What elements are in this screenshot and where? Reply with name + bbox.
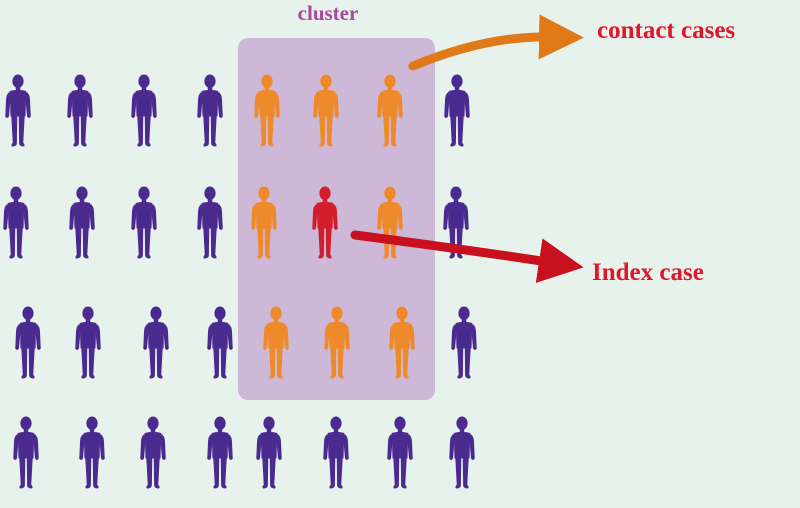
population-person-icon <box>256 416 282 489</box>
population-person-icon <box>79 416 105 489</box>
contact-cases-label: contact cases <box>597 17 735 44</box>
population-person-icon <box>131 74 157 147</box>
population-person-icon <box>15 306 41 379</box>
population-person-icon <box>323 416 349 489</box>
population-person-icon <box>5 74 31 147</box>
population-person-icon <box>451 306 477 379</box>
population-person-icon <box>13 416 39 489</box>
population-person-icon <box>75 306 101 379</box>
population-person-icon <box>3 186 29 259</box>
population-person-icon <box>143 306 169 379</box>
population-person-icon <box>207 416 233 489</box>
population-person-icon <box>69 186 95 259</box>
population-person-icon <box>67 74 93 147</box>
population-person-icon <box>197 74 223 147</box>
population-person-icon <box>207 306 233 379</box>
population-person-icon <box>387 416 413 489</box>
population-person-icon <box>449 416 475 489</box>
index-case-arrow <box>350 230 584 283</box>
index-case-label: Index case <box>592 259 704 286</box>
cluster-label: cluster <box>298 1 359 25</box>
population-person-icon <box>140 416 166 489</box>
population-person-icon <box>444 74 470 147</box>
population-person-icon <box>197 186 223 259</box>
contact-cases-arrow <box>408 14 584 71</box>
population-person-icon <box>131 186 157 259</box>
